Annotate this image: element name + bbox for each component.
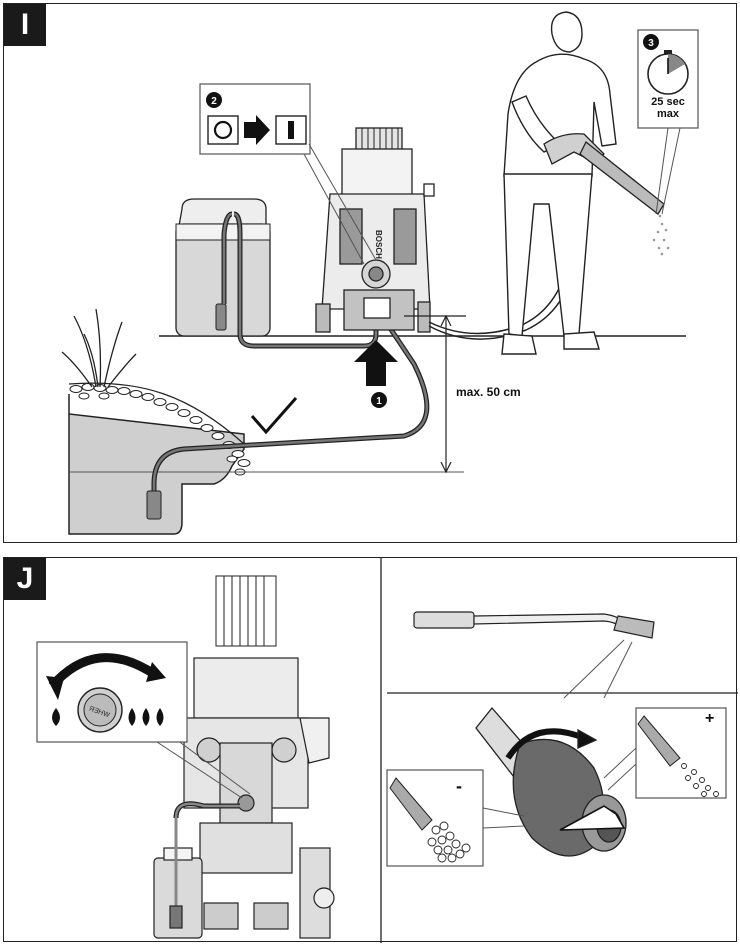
panel-j: J [3,557,738,943]
arrow-right-icon [244,115,270,145]
panel-i: I [3,3,737,543]
height-dimension [404,314,466,474]
plus-label: + [705,710,715,727]
spray-gun [543,133,665,215]
minus-callout [386,769,525,867]
nozzle-closeup [475,706,627,857]
timer-callout: 3 [637,29,699,215]
svg-text:3: 3 [648,38,654,49]
pressure-washer [315,127,435,333]
spray-lance [413,611,655,639]
triple-drop-icon [128,708,164,726]
plus-callout [603,707,727,799]
filter [146,490,162,520]
step1-marker-bg [371,392,387,408]
panel-j-tag: J [4,558,46,600]
panel-i-illustration: BOSCH 1 2 [61,11,699,535]
svg-text:2: 2 [211,96,217,107]
water-spray [652,214,670,256]
pond [61,308,464,535]
rotate-nozzle-icon [505,728,586,760]
minus-label: - [456,776,462,796]
brand-label: BOSCH [374,230,383,259]
arrow-up-icon [354,340,398,386]
panel-j-illustration: ЯƎHW [36,558,738,943]
detergent-bottle [153,801,240,939]
knob-callout [36,641,251,799]
timer-value: 25 sec [651,96,685,108]
height-label: max. 50 cm [456,385,521,399]
switch-off-icon [207,115,239,145]
timer-icon [647,50,689,95]
switch-callout: 2 [199,83,377,265]
timer-max: max [656,108,680,120]
checkmark-icon [250,397,298,435]
svg-text:1: 1 [376,396,382,407]
single-drop-icon [52,708,60,726]
panel-i-tag: I [4,4,46,46]
rotate-arrow-icon [48,653,157,690]
machine-rear-view [183,575,335,939]
